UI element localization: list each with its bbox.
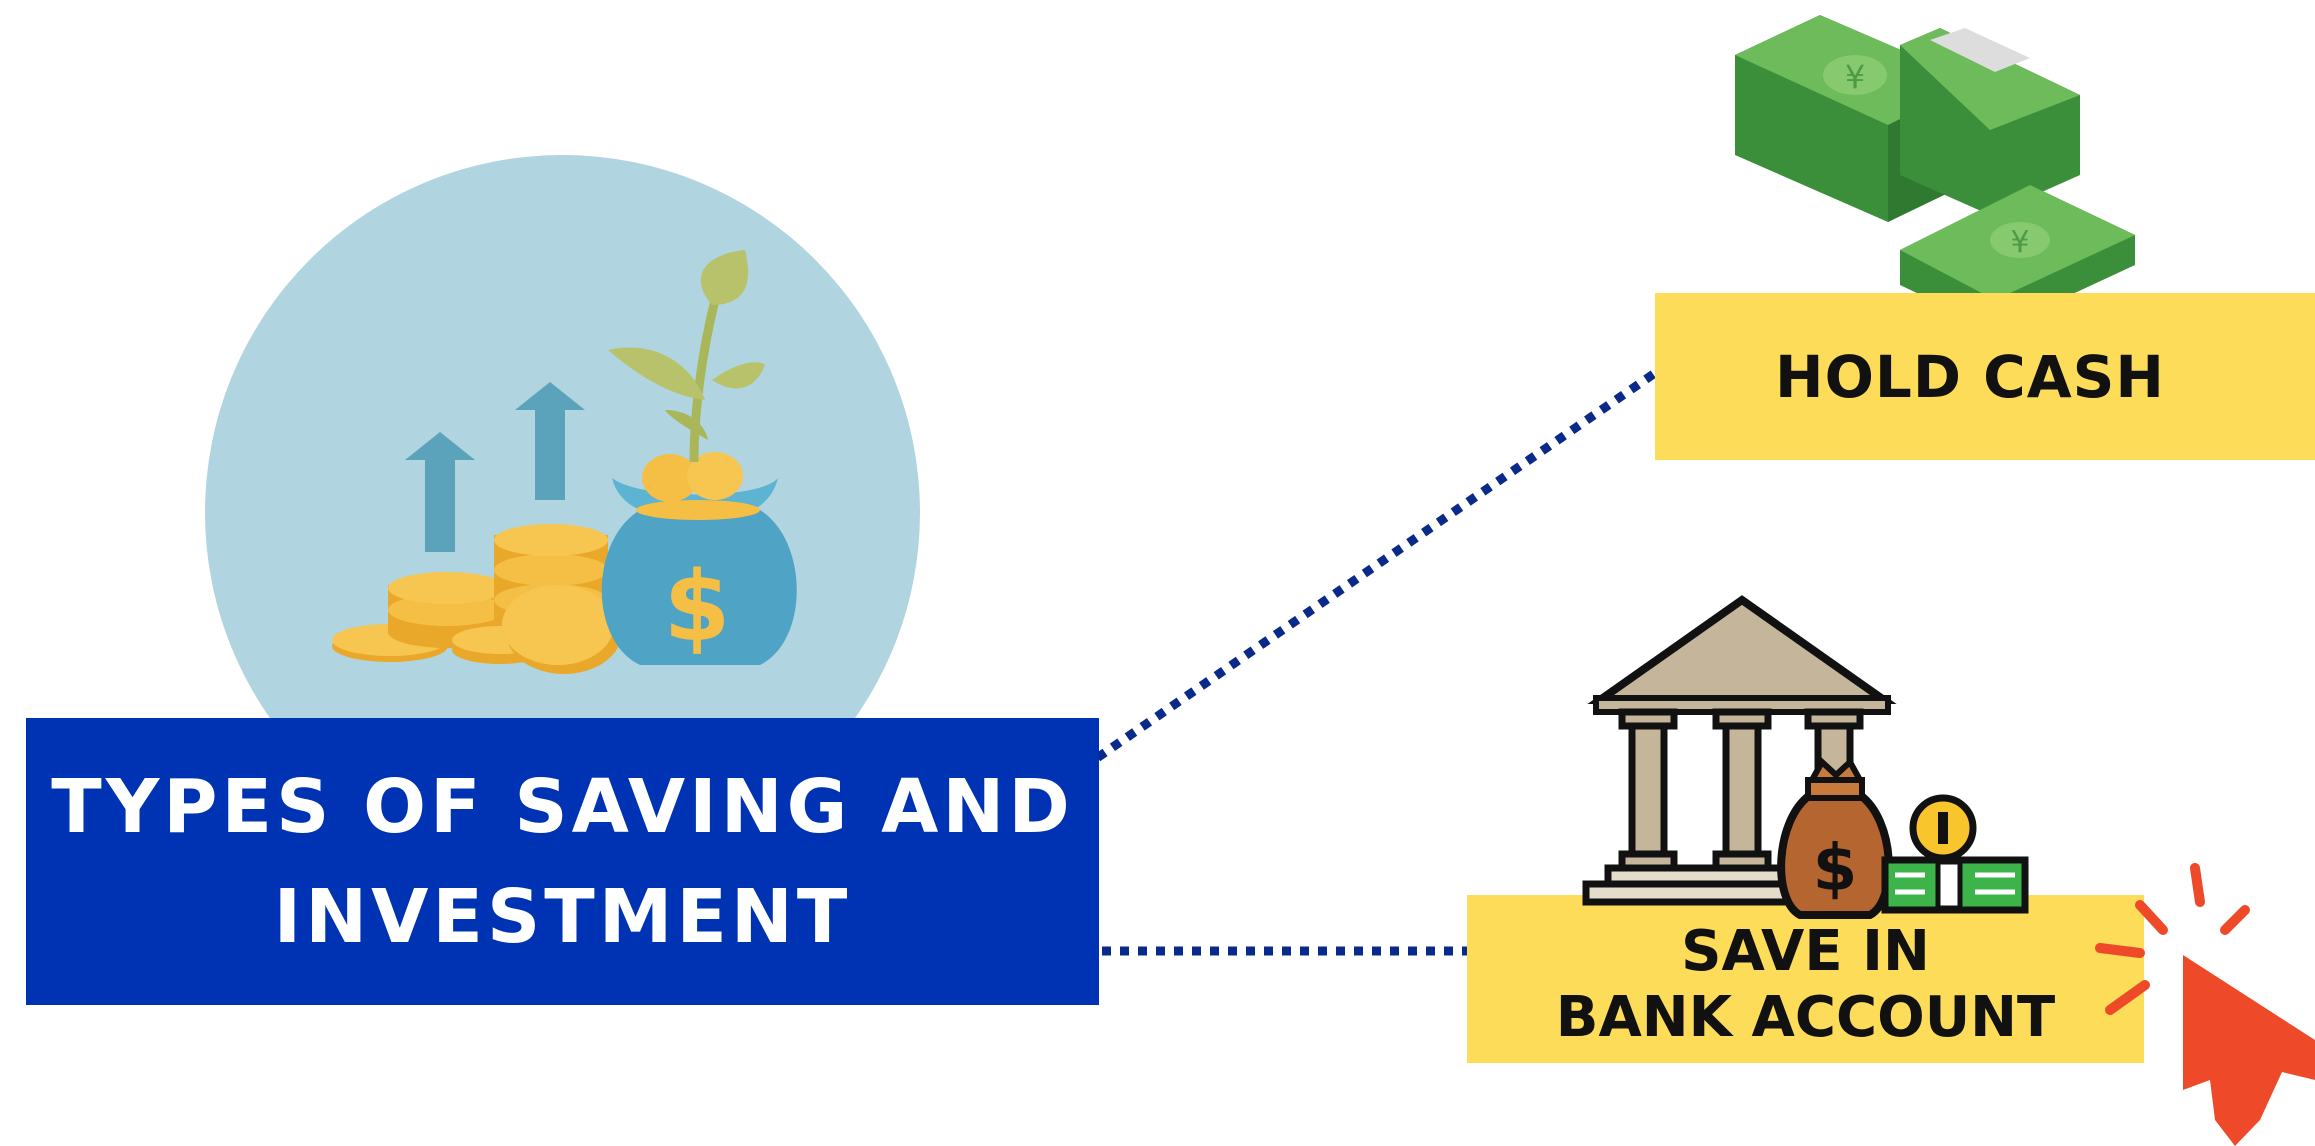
growth-arrows-icon [405,382,585,552]
money-bag-icon: $ [601,452,797,665]
center-title: TYPES OF SAVING AND INVESTMENT [51,763,1074,960]
svg-text:¥: ¥ [2010,225,2029,260]
bank-account-label: SAVE IN BANK ACCOUNT [1555,919,2056,1050]
svg-text:$: $ [664,551,731,663]
hold-cash-box: HOLD CASH [1655,293,2315,460]
svg-text:$: $ [1813,832,1858,906]
bank-account-box: SAVE IN BANK ACCOUNT [1467,895,2144,1063]
hold-cash-label: HOLD CASH [1775,342,2165,411]
svg-text:¥: ¥ [1845,58,1865,96]
connector-hold-cash [1065,369,1658,782]
center-title-box: TYPES OF SAVING AND INVESTMENT [26,718,1099,1005]
coin-stack-icon [332,524,622,674]
plant-sprout-icon [608,250,765,463]
